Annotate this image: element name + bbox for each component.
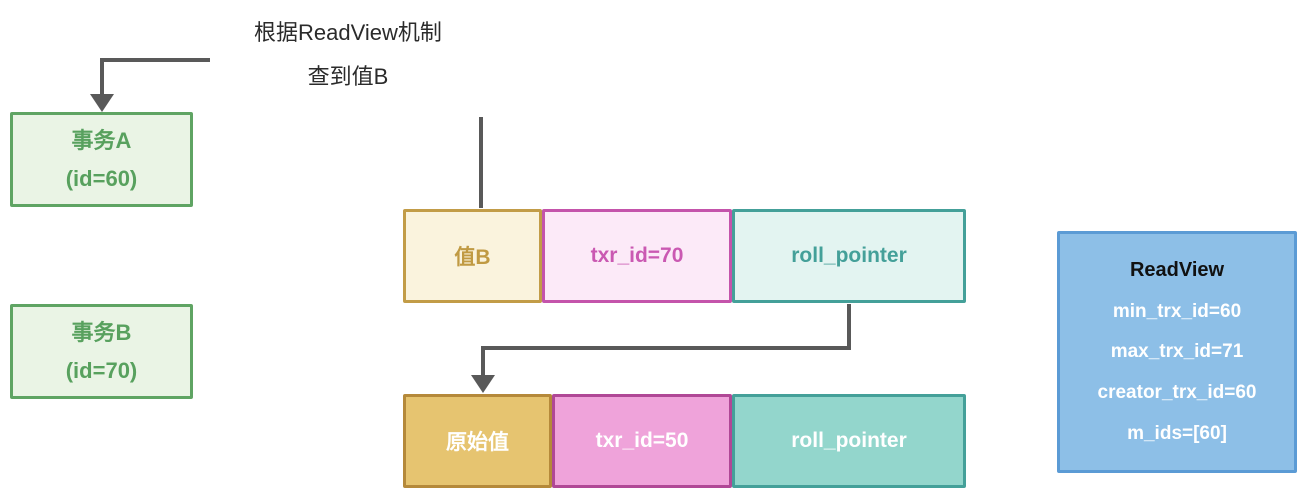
version-row-current: 值B txr_id=70 roll_pointer: [403, 209, 966, 303]
transaction-a-box: 事务A (id=60): [10, 112, 193, 207]
annotation-text: 根据ReadView机制 查到值B: [213, 22, 483, 88]
readview-box: ReadView min_trx_id=60 max_trx_id=71 cre…: [1057, 231, 1297, 473]
annotation-line-2: 查到值B: [307, 64, 389, 89]
readview-title: ReadView: [1129, 258, 1225, 281]
cell-value-b: 值B: [403, 209, 542, 303]
readview-field-m-ids: m_ids=[60]: [1127, 423, 1227, 445]
transaction-b-id: (id=70): [65, 357, 138, 383]
cell-roll-pointer-undo: roll_pointer: [732, 394, 966, 488]
transaction-a-id: (id=60): [65, 165, 138, 191]
readview-field-max-trx-id: max_trx_id=71: [1110, 341, 1244, 363]
readview-field-min-trx-id: min_trx_id=60: [1112, 300, 1242, 322]
transaction-b-box: 事务B (id=70): [10, 304, 193, 399]
transaction-a-name: 事务A: [71, 127, 132, 153]
arrow-rollpointer-to-undo-row: [471, 304, 851, 393]
readview-field-creator-trx-id: creator_trx_id=60: [1097, 382, 1257, 404]
transaction-b-name: 事务B: [71, 319, 132, 345]
cell-trx-id-50: txr_id=50: [552, 394, 732, 488]
arrow-annotation-to-txn-a: [90, 58, 210, 112]
cell-roll-pointer-current: roll_pointer: [732, 209, 966, 303]
annotation-line-1: 根据ReadView机制: [254, 20, 442, 45]
cell-trx-id-70: txr_id=70: [542, 209, 732, 303]
version-row-undo: 原始值 txr_id=50 roll_pointer: [403, 394, 966, 488]
cell-original-value: 原始值: [403, 394, 552, 488]
